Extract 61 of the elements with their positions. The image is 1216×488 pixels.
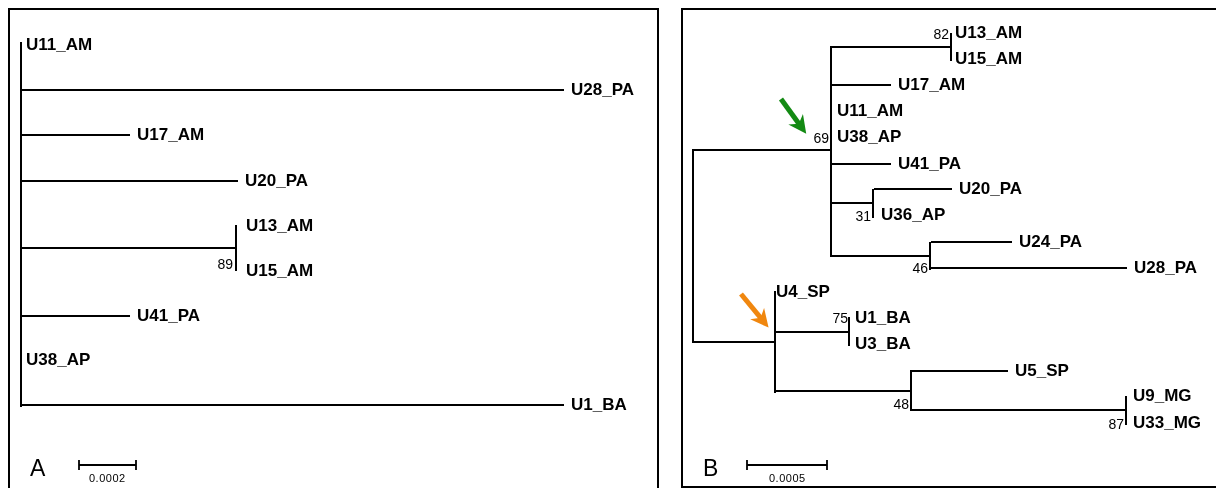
pointer-arrow	[739, 292, 769, 328]
taxon-label: U38_AP	[19, 349, 91, 371]
taxon-label: U17_AM	[130, 124, 205, 146]
taxon-label: U36_AP	[874, 204, 946, 226]
tree-branch	[831, 163, 892, 165]
taxon-label: U28_PA	[1127, 257, 1197, 279]
taxon-label: U15_AM	[948, 48, 1023, 70]
scale-value: 0.0005	[769, 472, 806, 484]
tree-branch	[21, 404, 565, 406]
taxon-label: U20_PA	[238, 170, 308, 192]
taxon-label: U41_PA	[130, 305, 200, 327]
taxon-label: U5_SP	[1008, 360, 1069, 382]
taxon-label: U4_SP	[769, 281, 830, 303]
taxon-label: U20_PA	[952, 178, 1022, 200]
taxon-label: U24_PA	[1012, 231, 1082, 253]
tree-branch	[930, 241, 1013, 243]
tree-branch	[21, 89, 565, 91]
tree-branch	[831, 84, 892, 86]
tree-panel	[8, 8, 659, 488]
taxon-label: U17_AM	[891, 74, 966, 96]
tree-branch	[911, 409, 1126, 411]
tree-branch	[831, 46, 951, 48]
taxon-label: U11_AM	[19, 34, 93, 56]
tree-branch	[775, 390, 911, 392]
bootstrap-value: 75	[832, 310, 848, 326]
tree-panel	[681, 8, 1216, 488]
bootstrap-value: 69	[813, 130, 829, 146]
bootstrap-value: 89	[217, 256, 233, 272]
tree-branch	[693, 341, 775, 343]
tree-branch	[21, 134, 131, 136]
tree-branch	[693, 149, 831, 151]
bootstrap-value: 82	[933, 26, 949, 42]
tree-branch	[21, 247, 236, 249]
panel-label: A	[30, 455, 46, 481]
taxon-label: U1_BA	[848, 307, 911, 329]
tree-branch	[831, 202, 873, 204]
taxon-label: U3_BA	[848, 333, 911, 355]
bootstrap-value: 46	[912, 260, 928, 276]
taxon-label: U11_AM	[830, 100, 904, 122]
bootstrap-value: 31	[855, 208, 871, 224]
tree-branch	[930, 267, 1128, 269]
taxon-label: U33_MG	[1126, 412, 1202, 434]
taxon-label: U38_AP	[830, 126, 902, 148]
taxon-label: U9_MG	[1126, 385, 1192, 407]
tree-branch	[775, 331, 849, 333]
tree-branch	[911, 370, 1009, 372]
panel-label: B	[703, 455, 719, 481]
tree-branch	[21, 180, 239, 182]
taxon-label: U28_PA	[564, 79, 634, 101]
tree-branch	[831, 255, 930, 257]
taxon-label: U13_AM	[239, 215, 314, 237]
tree-branch	[21, 315, 131, 317]
tree-branch	[873, 188, 953, 190]
bootstrap-value: 48	[893, 396, 909, 412]
taxon-label: U13_AM	[948, 22, 1023, 44]
taxon-label: U1_BA	[564, 394, 627, 416]
taxon-label: U41_PA	[891, 153, 961, 175]
bootstrap-value: 87	[1108, 416, 1124, 432]
scale-value: 0.0002	[89, 472, 126, 484]
taxon-label: U15_AM	[239, 260, 314, 282]
pointer-arrow	[778, 97, 807, 134]
